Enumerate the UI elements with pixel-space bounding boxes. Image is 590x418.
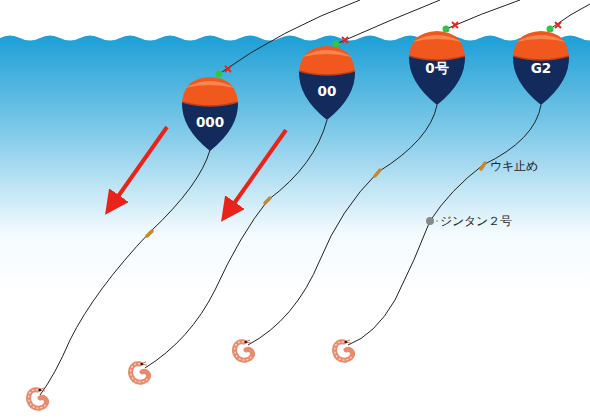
float-size: 0号 bbox=[408, 60, 466, 78]
split-shot bbox=[426, 217, 434, 225]
shrimp bbox=[131, 362, 149, 382]
shrimp-baits bbox=[29, 340, 353, 408]
float-size: 00 bbox=[298, 83, 356, 99]
water bbox=[0, 36, 590, 301]
fishing-lines bbox=[40, 0, 590, 395]
float: 0号 bbox=[408, 30, 466, 106]
callout-label: ジンタン２号 bbox=[440, 213, 512, 230]
float: G2 bbox=[512, 30, 570, 106]
line-stoppers bbox=[147, 163, 485, 236]
leader bbox=[436, 221, 438, 222]
shrimp bbox=[235, 340, 253, 360]
float-size: G2 bbox=[512, 60, 570, 76]
shrimp bbox=[29, 388, 47, 408]
shrimp bbox=[335, 340, 353, 360]
float-size: 000 bbox=[181, 114, 239, 130]
float: 00 bbox=[298, 45, 356, 121]
float: 000 bbox=[181, 76, 239, 152]
callout-label: ウキ止め bbox=[490, 158, 538, 175]
float-stoppers bbox=[216, 22, 562, 78]
